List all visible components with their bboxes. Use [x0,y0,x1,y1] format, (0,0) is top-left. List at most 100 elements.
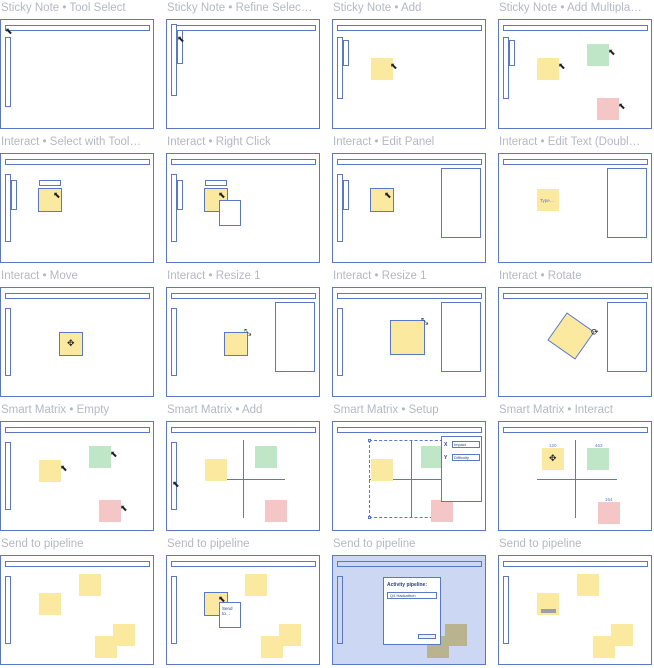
sticky-note[interactable] [547,312,595,360]
sticky-note[interactable] [598,502,620,524]
edit-panel[interactable] [607,302,647,372]
top-toolbar[interactable] [5,427,150,433]
tool-rail[interactable] [171,308,177,376]
tool-flyout[interactable] [177,30,183,64]
tool-rail[interactable] [171,576,177,644]
tool-flyout[interactable] [177,180,183,210]
context-menu[interactable]: Send to… [219,602,241,628]
tool-rail[interactable] [171,174,177,242]
tool-rail[interactable] [5,442,11,510]
send-to-menu-item[interactable]: Send to… [222,606,233,616]
tool-rail[interactable] [5,37,11,107]
note-score: 164 [605,497,613,502]
x-axis-select[interactable]: Impact [452,441,480,448]
sticky-note[interactable] [95,636,117,658]
top-toolbar[interactable] [171,25,316,31]
edit-panel[interactable] [275,302,315,372]
top-toolbar[interactable] [503,25,648,31]
tool-rail[interactable] [5,174,11,242]
tool-rail[interactable] [503,37,509,99]
top-toolbar[interactable] [503,293,648,299]
edit-panel[interactable] [441,168,481,238]
note-toolbar[interactable] [205,180,227,186]
top-toolbar[interactable] [5,561,150,567]
y-axis-select[interactable]: Difficulty [452,454,480,461]
sticky-note[interactable] [390,320,425,355]
top-toolbar[interactable] [5,293,150,299]
tool-rail[interactable] [337,308,343,376]
sticky-note[interactable]: ✥ [59,332,83,356]
top-toolbar[interactable] [503,561,648,567]
sticky-note[interactable] [371,58,393,80]
top-toolbar[interactable] [171,561,316,567]
sticky-note[interactable] [537,58,559,80]
tool-flyout[interactable] [11,180,17,210]
note-text-placeholder[interactable]: Type… [540,198,555,203]
sticky-note[interactable] [39,593,61,615]
sticky-note[interactable] [279,624,301,646]
sticky-note[interactable] [597,98,619,120]
sticky-note[interactable] [224,332,248,356]
tool-flyout[interactable] [343,180,349,210]
top-toolbar[interactable] [337,561,482,567]
tool-flyout[interactable] [509,40,515,66]
canvas-frame [498,555,652,665]
top-toolbar[interactable] [337,427,482,433]
edit-panel[interactable] [607,168,647,238]
sticky-note[interactable]: Type… [537,189,559,211]
sticky-note[interactable] [421,446,443,468]
top-toolbar[interactable] [5,25,150,31]
resize-handle[interactable] [368,439,371,442]
sticky-note[interactable] [587,448,609,470]
sticky-note[interactable] [370,188,394,212]
pipeline-select[interactable]: Q4 Hackathon [387,592,437,599]
sticky-note[interactable]: ✥ [542,448,564,470]
sticky-note[interactable] [205,459,227,481]
top-toolbar[interactable] [503,427,648,433]
top-toolbar[interactable] [337,25,482,31]
sticky-note[interactable] [113,624,135,646]
top-toolbar[interactable] [5,159,150,165]
sticky-note[interactable] [431,500,453,522]
context-menu[interactable] [219,200,241,226]
sticky-note[interactable] [587,44,609,66]
tool-rail[interactable] [5,308,11,376]
top-toolbar[interactable] [171,159,316,165]
sticky-note[interactable] [39,460,61,482]
top-toolbar[interactable] [171,427,316,433]
sticky-note[interactable] [245,574,267,596]
tool-rail[interactable] [171,442,177,510]
tool-flyout[interactable] [343,40,349,66]
sticky-note[interactable] [38,188,62,212]
sticky-note[interactable] [99,500,121,522]
tool-rail[interactable] [337,174,343,242]
sticky-note[interactable] [577,574,599,596]
tool-rail[interactable] [5,576,11,644]
tool-rail[interactable] [337,37,343,99]
top-toolbar[interactable] [337,159,482,165]
edit-panel[interactable] [441,302,481,372]
sticky-note[interactable] [537,593,559,615]
top-toolbar[interactable] [171,293,316,299]
sticky-note[interactable] [593,636,615,658]
sticky-note[interactable] [79,574,101,596]
sticky-note[interactable] [371,459,393,481]
move-icon: ✥ [549,453,557,463]
note-toolbar[interactable] [39,180,61,186]
sticky-note[interactable] [89,446,111,468]
cell-caption: Sticky Note • Tool Select [1,2,126,14]
resize-handle[interactable] [368,516,371,519]
cell-caption: Interact • Edit Panel [333,136,435,148]
sticky-note[interactable] [261,636,283,658]
storyboard-cell-11: Interact • Resize 1 ⤡ [332,268,492,398]
top-toolbar[interactable] [337,293,482,299]
tool-rail[interactable] [337,576,343,644]
top-toolbar[interactable] [503,159,648,165]
tool-rail[interactable] [503,576,509,644]
sticky-note[interactable] [265,500,287,522]
sticky-note[interactable] [255,446,277,468]
tool-rail[interactable] [171,24,177,96]
sticky-note[interactable] [611,624,633,646]
confirm-button[interactable] [418,634,436,639]
sticky-note[interactable] [445,624,467,646]
